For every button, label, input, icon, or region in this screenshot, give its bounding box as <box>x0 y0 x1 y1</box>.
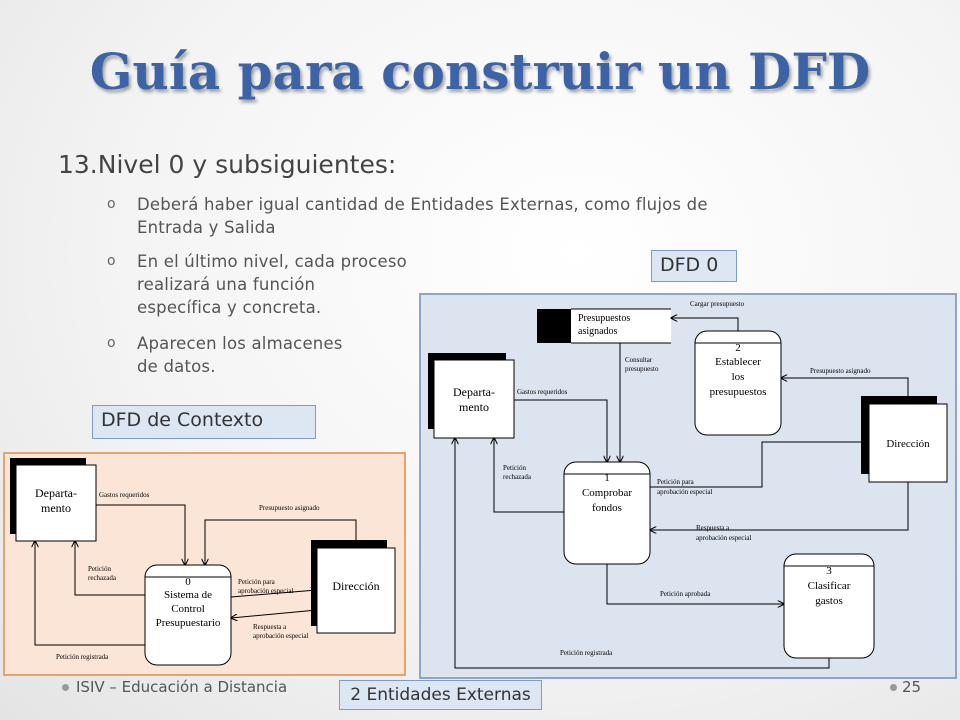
ctx-arrow-gastos <box>96 504 185 565</box>
dfd0-process-2: 2 Establecer los presupuestos <box>694 330 782 436</box>
dfd0-arrow-registrada <box>455 438 830 669</box>
context-departamento-line2: mento <box>41 501 71 515</box>
ctx-arrow-respuesta <box>231 609 318 618</box>
dfd0-arrow-respuesta <box>650 482 909 530</box>
ctx-label-registrada: Petición registrada <box>56 653 109 661</box>
bullet-3: o Aparecen los almacenes de datos. <box>107 332 407 378</box>
context-flow-arrows <box>35 504 357 646</box>
context-direccion-label: Dirección <box>332 579 379 593</box>
dfd0-process1-line2: fondos <box>592 502 622 514</box>
dfd0-arrow-presupuesto-asignado <box>781 378 909 404</box>
dfd0-store-line1: Presupuestos <box>578 313 630 324</box>
dfd0-label-respuesta-1: Respuesta a <box>696 524 730 532</box>
dfd0-store-presupuestos: Presupuestos asignados <box>537 308 671 344</box>
ctx-label-respuesta-1: Respuesta a <box>253 623 287 631</box>
dfd0-label-registrada: Petición registrada <box>560 649 613 657</box>
dfd0-process-1: 1 Comprobar fondos <box>563 461 651 565</box>
dfd0-store-line2: asignados <box>578 326 618 337</box>
bullet-2: o En el último nivel, cada proceso reali… <box>107 250 477 319</box>
bullet-3-line-1: Aparecen los almacenes <box>137 334 343 353</box>
dfd0-departamento-line1: Departa- <box>453 385 495 399</box>
bullet-3-line-2: de datos. <box>137 357 216 376</box>
section-heading: 13.Nivel 0 y subsiguientes: <box>58 150 397 179</box>
bullet-marker: o <box>107 335 116 351</box>
dfd0-label-consultar-1: Consultar <box>625 356 653 364</box>
dfd0-process2-line1: Establecer <box>715 356 761 368</box>
context-process-line2: Control <box>171 603 205 615</box>
dfd0-label-peticion-1: Petición para <box>657 478 695 486</box>
dfd0-process2-line2: los <box>732 371 745 383</box>
dfd0-direccion-label: Dirección <box>886 438 930 450</box>
ctx-arrow-presupuesto <box>205 519 357 565</box>
dfd0-process3-number: 3 <box>826 565 832 577</box>
dfd0-arrow-peticion <box>650 442 869 488</box>
dfd0-arrow-rechazada <box>494 438 564 513</box>
dfd0-arrow-aprobada <box>606 564 784 604</box>
footer-dot-left <box>62 684 69 691</box>
ctx-label-peticion-1: Petición para <box>238 578 276 586</box>
dfd0-process1-number: 1 <box>604 472 610 484</box>
bullet-1: o Deberá haber igual cantidad de Entidad… <box>107 193 857 239</box>
dfd0-process3-line2: gastos <box>815 595 843 607</box>
context-entity-departamento: Departa- mento <box>10 458 97 542</box>
label-dfd0: DFD 0 <box>651 250 737 282</box>
ctx-label-gastos: Gastos requeridos <box>99 491 150 499</box>
ctx-label-respuesta-2: aprobación especial <box>253 632 308 640</box>
bullet-2-line-3: específica y concreta. <box>137 298 322 317</box>
dfd0-entity-direccion: Dirección <box>861 396 948 483</box>
dfd0-entity-departamento: Departa- mento <box>428 353 515 439</box>
dfd0-label-gastos: Gastos requeridos <box>517 388 568 396</box>
context-flow-labels: Gastos requeridos Presupuesto asignado P… <box>56 491 320 661</box>
footer-dot-right <box>890 684 897 691</box>
dfd0-label-rechazada-1: Petición <box>503 464 526 472</box>
footer-text: ISIV – Educación a Distancia <box>76 678 288 696</box>
context-process-line3: Presupuestario <box>156 617 221 629</box>
note-entidades-externas: 2 Entidades Externas <box>339 680 542 710</box>
bullet-1-line-1: Deberá haber igual cantidad de Entidades… <box>137 195 708 214</box>
context-departamento-line1: Departa- <box>35 486 77 500</box>
ctx-arrow-peticion <box>230 590 317 598</box>
ctx-label-rechazada-1: Petición <box>88 565 111 573</box>
dfd0-process-3: 3 Clasificar gastos <box>783 553 875 659</box>
dfd0-label-aprobada: Petición aprobada <box>660 590 711 598</box>
bullet-2-line-2: realizará una función <box>137 275 316 294</box>
dfd0-process1-line1: Comprobar <box>582 487 632 499</box>
dfd0-label-consultar-2: presupuesto <box>625 365 659 373</box>
bullet-marker: o <box>107 253 116 269</box>
bullet-marker: o <box>107 196 116 212</box>
dfd0-label-rechazada-2: rechazada <box>503 473 532 481</box>
context-entity-direccion: Dirección <box>311 540 396 634</box>
bullet-2-line-1: En el último nivel, cada proceso <box>137 252 407 271</box>
dfd0-departamento-line2: mento <box>459 400 489 414</box>
dfd0-arrow-cargar <box>671 318 739 331</box>
dfd0-arrow-gastos <box>514 399 607 462</box>
ctx-label-peticion-2: aprobación especial <box>238 587 293 595</box>
ctx-arrow-registrada <box>35 541 145 646</box>
dfd0-label-cargar: Cargar presupuesto <box>690 300 745 308</box>
dfd0-process2-number: 2 <box>735 342 741 354</box>
dfd0-flow-labels: Cargar presupuesto Consultar presupuesto… <box>503 300 871 657</box>
dfd0-process3-line1: Clasificar <box>808 580 851 592</box>
label-dfd-contexto: DFD de Contexto <box>92 405 316 439</box>
dfd0-process2-line3: presupuestos <box>710 386 767 398</box>
ctx-arrow-rechazada <box>75 541 145 596</box>
bullet-1-line-2: Entrada y Salida <box>137 218 276 237</box>
dfd0-flow-arrows <box>455 318 909 669</box>
dfd0-label-peticion-2: aprobación especial <box>657 488 712 496</box>
dfd0-label-respuesta-2: aprobación especial <box>696 534 751 542</box>
page-number: 25 <box>902 678 922 696</box>
context-process-number: 0 <box>185 576 191 588</box>
context-process-0: 0 Sistema de Control Presupuestario <box>144 564 232 666</box>
slide-title: Guía para construir un DFD <box>89 42 871 101</box>
context-process-line1: Sistema de <box>164 589 212 601</box>
ctx-label-rechazada-2: rechazada <box>88 574 117 582</box>
dfd0-label-presupuesto-asignado: Presupuesto asignado <box>810 367 871 375</box>
ctx-label-presupuesto: Presupuesto asignado <box>259 504 320 512</box>
